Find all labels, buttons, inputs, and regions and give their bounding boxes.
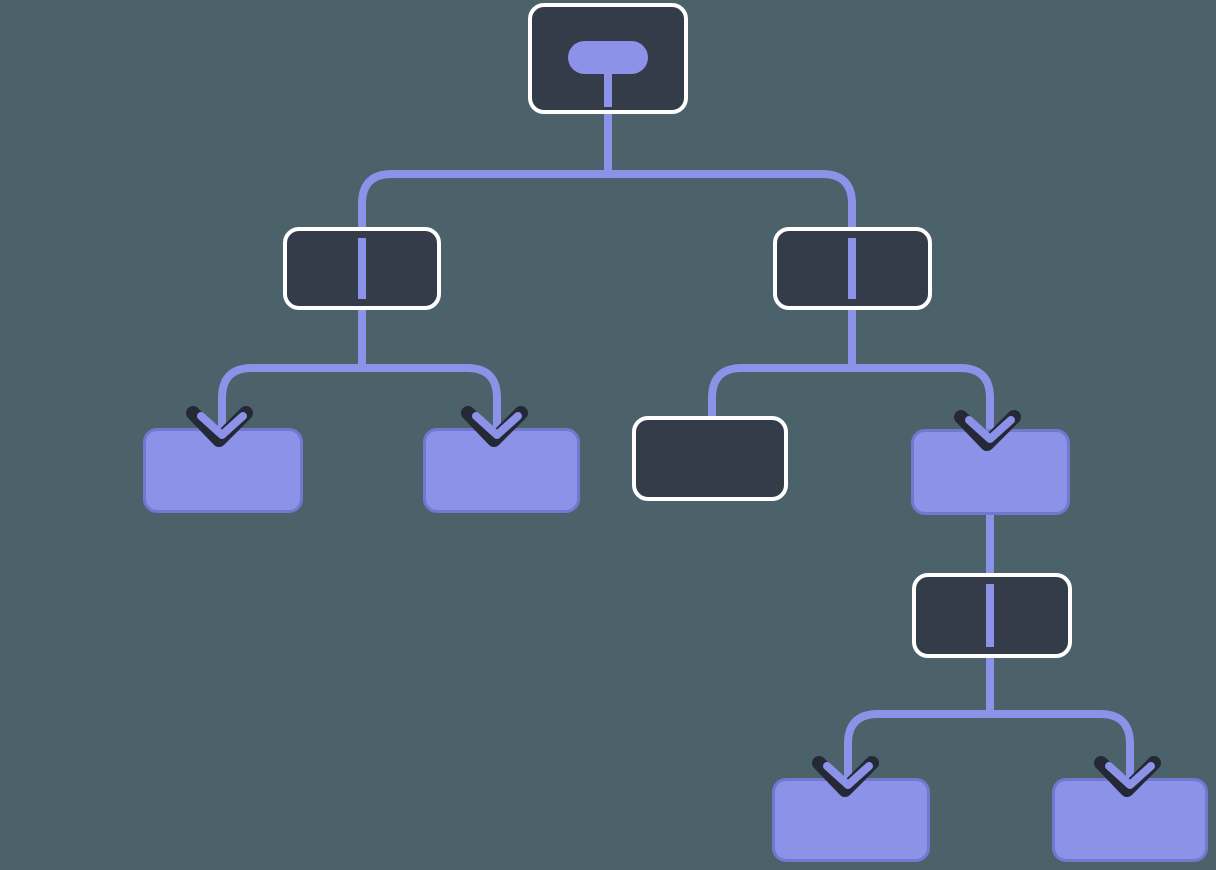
node-leaf-left-2[interactable]: [423, 428, 580, 513]
node-leaf-dark[interactable]: [632, 416, 788, 501]
node-junction-right[interactable]: [773, 227, 932, 310]
node-leaf-bottom-2[interactable]: [1052, 778, 1208, 862]
node-root[interactable]: [528, 3, 688, 114]
node-branch-right[interactable]: [911, 429, 1070, 515]
node-leaf-left-1[interactable]: [143, 428, 303, 513]
node-junction-left[interactable]: [283, 227, 441, 310]
node-junction-bottom[interactable]: [912, 573, 1072, 658]
node-leaf-bottom-1[interactable]: [772, 778, 930, 862]
